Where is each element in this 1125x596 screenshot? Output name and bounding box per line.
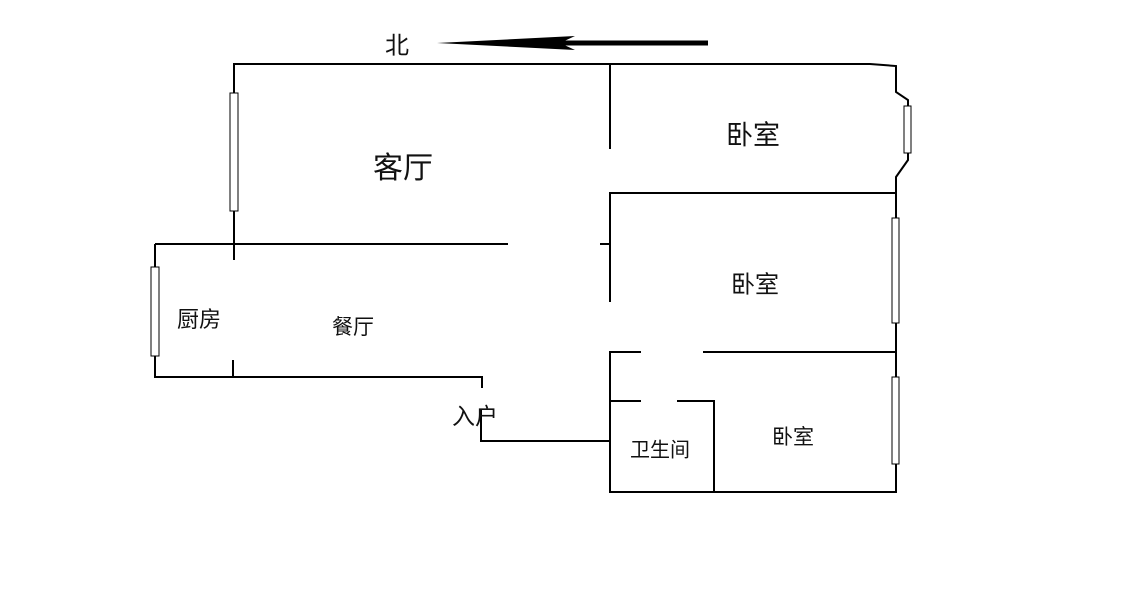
room-label-bedroom-3: 卧室: [772, 425, 814, 449]
window: [150, 266, 160, 357]
window: [891, 217, 900, 324]
room-label-dining-room: 餐厅: [332, 315, 374, 339]
room-label-kitchen: 厨房: [176, 308, 222, 333]
room-label-bedroom-2: 卧室: [731, 270, 779, 299]
room-label-bedroom-1: 卧室: [726, 120, 780, 152]
window: [891, 376, 900, 465]
north-arrow: [437, 36, 708, 50]
north-label: 北: [385, 31, 409, 60]
windows: [150, 92, 912, 465]
room-label-entrance: 入户: [452, 404, 498, 430]
window: [229, 92, 239, 212]
window: [903, 105, 912, 154]
room-label-living-room: 客厅: [373, 151, 433, 186]
room-label-bathroom: 卫生间: [630, 437, 690, 462]
